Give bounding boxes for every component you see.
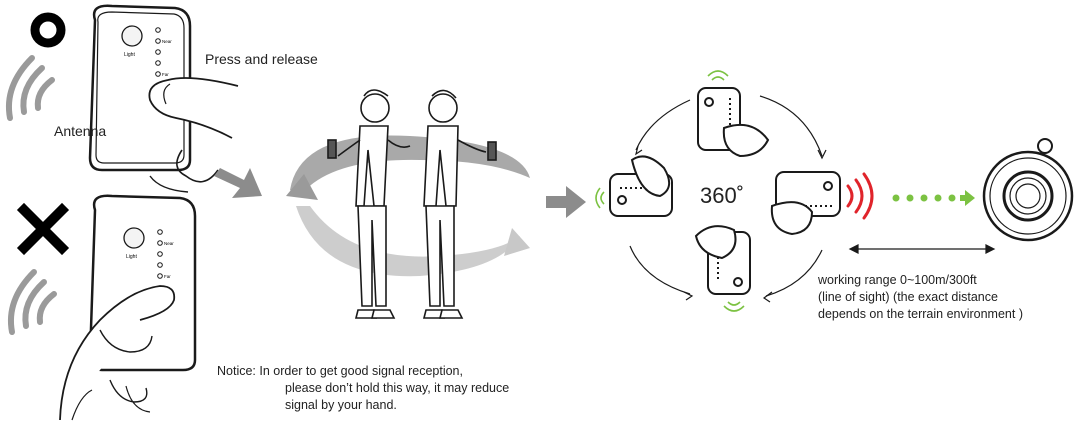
rotation-angle-label: 360˚ (700, 183, 744, 209)
range-line-3: depends on the terrain environment ) (818, 306, 1023, 323)
device-far-label: Far (162, 72, 169, 77)
notice-text: Notice: In order to get good signal rece… (217, 363, 509, 414)
device-top (698, 88, 768, 156)
device-right (772, 172, 840, 234)
person-left (328, 90, 410, 318)
gray-arrow-right (546, 186, 586, 218)
notice-line-3: signal by your hand. (217, 397, 509, 414)
device-near-label: Near (162, 39, 172, 44)
green-dotted-arrow-icon (893, 190, 976, 206)
wrong-cross-x-icon (24, 210, 62, 248)
working-range-text: working range 0~100m/300ft (line of sigh… (818, 272, 1023, 323)
correct-circle-icon (35, 17, 61, 43)
device-light-label: Light (126, 254, 137, 260)
range-double-arrow (850, 245, 994, 253)
range-line-1: working range 0~100m/300ft (818, 272, 1023, 289)
device-left (610, 156, 672, 216)
device-light-label: Light (124, 52, 135, 58)
signal-wave-green-left-icon (596, 188, 604, 208)
signal-wave-red-icon (848, 174, 872, 218)
press-release-label: Press and release (205, 51, 318, 67)
person-right (424, 90, 496, 318)
antenna-label: Antenna (54, 123, 106, 139)
signal-wave-green-bottom-icon (724, 302, 744, 311)
range-line-2: (line of sight) (the exact distance (818, 289, 1023, 306)
device-far-label: Far (164, 274, 171, 279)
remote-wrong: Light Near Far (60, 196, 195, 420)
gray-arrow-down-right (214, 168, 262, 198)
notice-line-2: please don’t hold this way, it may reduc… (217, 380, 509, 397)
receiver-tag (984, 139, 1072, 240)
antenna-wave-bottom-icon (11, 272, 54, 332)
signal-wave-green-top-icon (708, 71, 728, 80)
antenna-wave-icon (9, 58, 52, 118)
device-bottom (696, 226, 750, 294)
remote-correct: Light Near Far (90, 6, 238, 192)
notice-line-1: Notice: In order to get good signal rece… (217, 363, 509, 380)
device-near-label: Near (164, 241, 174, 246)
